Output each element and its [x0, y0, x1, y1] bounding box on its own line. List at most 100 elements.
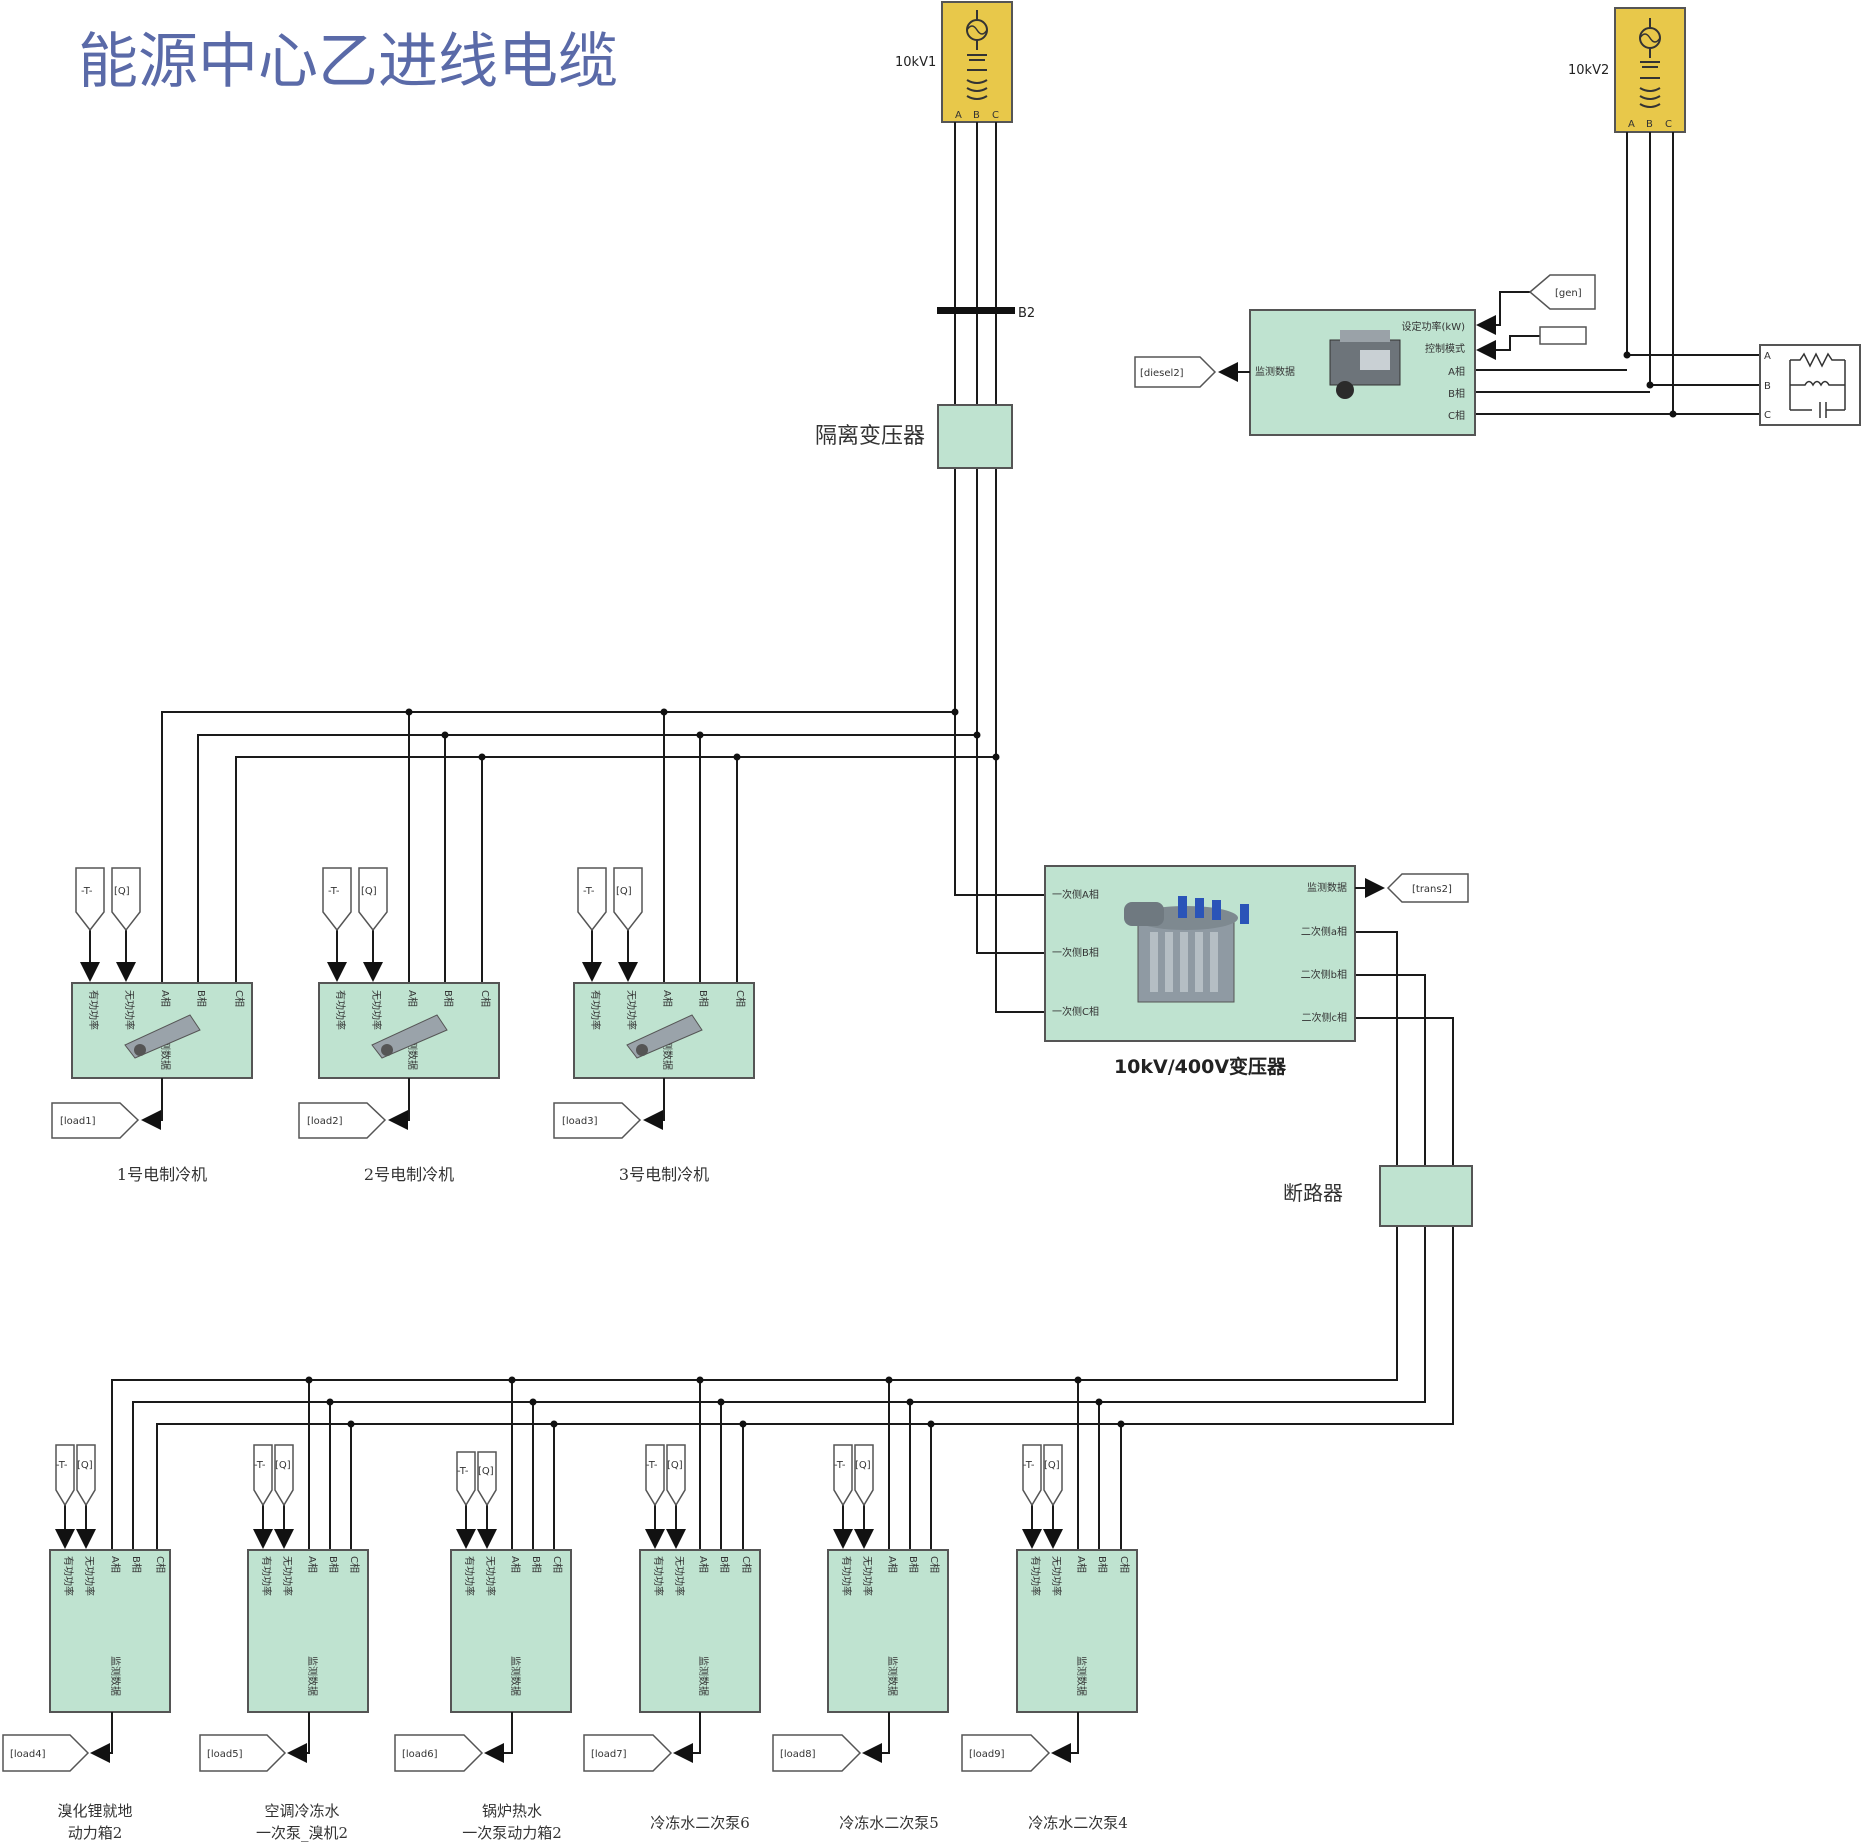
- bottom-from-wires: [55, 1505, 1063, 1549]
- svg-text:B: B: [1646, 119, 1653, 130]
- source-10kv2[interactable]: A B C: [1614, 7, 1686, 133]
- svg-text:C: C: [1764, 410, 1771, 421]
- goto-tag-load7[interactable]: [load7]: [583, 1734, 673, 1772]
- svg-text:一次侧A相: 一次侧A相: [1052, 888, 1099, 901]
- from-tag-q[interactable]: [Q]: [666, 1444, 686, 1507]
- transformer-label: 10kV/400V变压器: [1114, 1055, 1287, 1078]
- bus-bar-b2[interactable]: [937, 307, 1015, 314]
- svg-text:[Q]: [Q]: [114, 886, 130, 897]
- svg-text:有功功率: 有功功率: [1029, 1556, 1042, 1596]
- constant-block[interactable]: [1539, 326, 1587, 345]
- goto-tag-load4[interactable]: [load4]: [2, 1734, 90, 1772]
- bottom-load-9[interactable]: 有功功率 无功功率 A相 B相 C相 监测数据: [1016, 1549, 1138, 1713]
- svg-text:[load6]: [load6]: [402, 1749, 438, 1760]
- from-tag-t[interactable]: -T-: [322, 867, 352, 932]
- svg-text:B相: B相: [327, 1556, 340, 1573]
- goto-tag-load3[interactable]: [load3]: [553, 1102, 642, 1139]
- svg-text:无功功率: 无功功率: [83, 1556, 96, 1596]
- bottom-load-5[interactable]: 有功功率 无功功率 A相 B相 C相 监测数据: [247, 1549, 369, 1713]
- svg-text:[Q]: [Q]: [667, 1460, 683, 1471]
- goto-tag-load1[interactable]: [load1]: [51, 1102, 140, 1139]
- svg-text:无功功率: 无功功率: [370, 990, 383, 1030]
- goto-tag-load5[interactable]: [load5]: [199, 1734, 287, 1772]
- svg-text:B相: B相: [195, 990, 208, 1007]
- from-tag-t[interactable]: -T-: [833, 1444, 853, 1507]
- chiller-load-2[interactable]: 有功功率 无功功率 A相 B相 C相 监测数据: [318, 982, 500, 1079]
- svg-text:有功功率: 有功功率: [652, 1556, 665, 1596]
- from-tag-t[interactable]: -T-: [645, 1444, 665, 1507]
- svg-text:[Q]: [Q]: [478, 1466, 494, 1477]
- from-tag-q[interactable]: [Q]: [358, 867, 388, 932]
- svg-text:-T-: -T-: [254, 1460, 266, 1471]
- breaker-block[interactable]: [1379, 1165, 1473, 1227]
- svg-text:-T-: -T-: [56, 1460, 68, 1471]
- chiller-icon: [626, 1014, 703, 1059]
- bottom-load-7[interactable]: 有功功率 无功功率 A相 B相 C相 监测数据: [639, 1549, 761, 1713]
- from-tag-q[interactable]: [Q]: [854, 1444, 874, 1507]
- svg-text:-T-: -T-: [834, 1460, 846, 1471]
- svg-text:A相: A相: [109, 1556, 122, 1573]
- svg-text:C相: C相: [734, 990, 747, 1007]
- svg-text:监测数据: 监测数据: [306, 1656, 319, 1696]
- transformer-block[interactable]: 一次侧A相 一次侧B相 一次侧C相 监测数据 二次侧a相 二次侧b相 二次侧c相: [1044, 865, 1356, 1042]
- load-caption: 3号电制冷机: [619, 1165, 709, 1184]
- bottom-load-8[interactable]: 有功功率 无功功率 A相 B相 C相 监测数据: [827, 1549, 949, 1713]
- svg-text:监测数据: 监测数据: [1255, 365, 1295, 378]
- svg-text:有功功率: 有功功率: [62, 1556, 75, 1596]
- from-tag-q[interactable]: [Q]: [111, 867, 141, 932]
- svg-text:C相: C相: [551, 1556, 564, 1573]
- svg-text:A: A: [1764, 351, 1771, 362]
- diesel-engine-icon: [1329, 330, 1401, 399]
- from-tag-t[interactable]: -T-: [456, 1451, 476, 1507]
- svg-text:B相: B相: [907, 1556, 920, 1573]
- goto-tag-load8[interactable]: [load8]: [772, 1734, 862, 1772]
- from-tag-q[interactable]: [Q]: [76, 1444, 96, 1507]
- from-tag-q[interactable]: [Q]: [1043, 1444, 1063, 1507]
- goto-tag-load2[interactable]: [load2]: [298, 1102, 387, 1139]
- svg-text:[load1]: [load1]: [60, 1116, 96, 1127]
- svg-text:无功功率: 无功功率: [484, 1556, 497, 1596]
- from-tag-t[interactable]: -T-: [75, 867, 105, 932]
- goto-tag-load6[interactable]: [load6]: [394, 1734, 484, 1772]
- svg-text:[Q]: [Q]: [1044, 1460, 1060, 1471]
- bottom-load-6[interactable]: 有功功率 无功功率 A相 B相 C相 监测数据: [450, 1549, 572, 1713]
- diesel-generator-block[interactable]: 监测数据 设定功率(kW) 控制模式 A相 B相 C相: [1249, 309, 1476, 436]
- goto-tag-trans2[interactable]: [trans2]: [1386, 873, 1469, 903]
- load-caption: 冷冻水二次泵6: [650, 1814, 750, 1832]
- from-tag-q[interactable]: [Q]: [274, 1444, 294, 1507]
- svg-text:[gen]: [gen]: [1555, 288, 1582, 299]
- svg-text:A相: A相: [661, 990, 674, 1007]
- svg-text:A相: A相: [509, 1556, 522, 1573]
- svg-text:无功功率: 无功功率: [861, 1556, 874, 1596]
- svg-text:C: C: [992, 110, 999, 121]
- junction-dots: [305, 351, 1677, 1428]
- svg-text:B相: B相: [530, 1556, 543, 1573]
- from-tag-t[interactable]: -T-: [1022, 1444, 1042, 1507]
- svg-text:监测数据: 监测数据: [509, 1656, 522, 1696]
- chiller-load-1[interactable]: 有功功率 无功功率 A相 B相 C相 监测数据: [71, 982, 253, 1079]
- source-10kv1[interactable]: A B C: [941, 1, 1013, 123]
- chiller-icon: [124, 1014, 201, 1059]
- from-tag-t[interactable]: -T-: [253, 1444, 273, 1507]
- goto-tag-diesel2[interactable]: [diesel2]: [1134, 356, 1217, 388]
- svg-text:B相: B相: [697, 990, 710, 1007]
- goto-tag-load9[interactable]: [load9]: [961, 1734, 1051, 1772]
- from-tag-t[interactable]: -T-: [577, 867, 607, 932]
- svg-text:一次侧C相: 一次侧C相: [1052, 1005, 1099, 1018]
- from-tag-q[interactable]: [Q]: [477, 1451, 497, 1507]
- load-caption: 冷冻水二次泵4: [1028, 1814, 1128, 1832]
- load-caption: 动力箱2: [68, 1824, 123, 1842]
- svg-text:-T-: -T-: [328, 886, 340, 897]
- from-tag-t[interactable]: -T-: [55, 1444, 75, 1507]
- svg-text:C相: C相: [928, 1556, 941, 1573]
- isolation-transformer-block[interactable]: [937, 404, 1013, 469]
- rlc-load-block[interactable]: A B C: [1759, 344, 1861, 426]
- svg-text:控制模式: 控制模式: [1425, 342, 1465, 355]
- svg-text:无功功率: 无功功率: [625, 990, 638, 1030]
- from-tag-gen[interactable]: [gen]: [1528, 274, 1596, 310]
- bottom-load-4[interactable]: 有功功率 无功功率 A相 B相 C相 监测数据: [49, 1549, 171, 1713]
- svg-text:B相: B相: [1096, 1556, 1109, 1573]
- chiller-load-3[interactable]: 有功功率 无功功率 A相 B相 C相 监测数据: [573, 982, 755, 1079]
- from-tag-q[interactable]: [Q]: [613, 867, 643, 932]
- load-caption: 2号电制冷机: [364, 1165, 454, 1184]
